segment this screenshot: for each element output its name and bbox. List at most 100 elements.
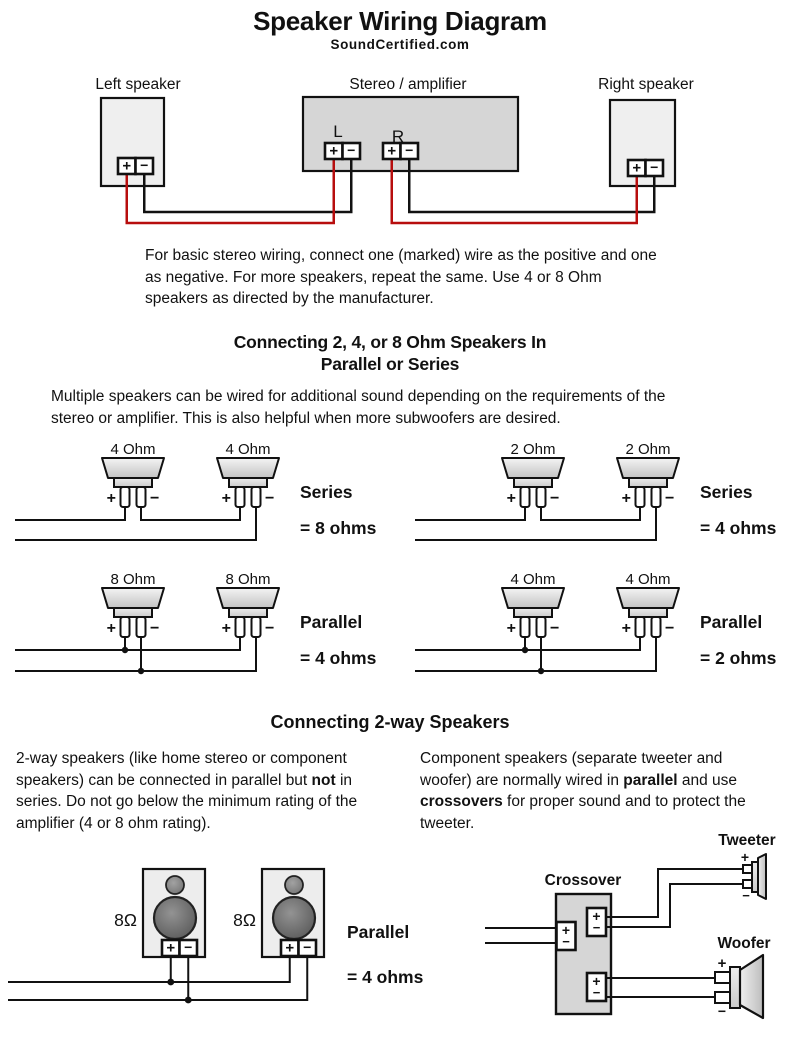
woofer-minus: − (718, 1003, 726, 1019)
channel-left-label: L (333, 122, 342, 141)
left-speaker-terminals (116, 155, 155, 176)
wire (415, 507, 526, 521)
impedance-intro-line: Multiple speakers can be wired for addit… (51, 388, 666, 405)
cone-speaker (616, 587, 680, 638)
tweeter-plus: + (741, 849, 749, 865)
text-segment: Component speakers (separate tweeter and… (420, 750, 723, 789)
text-segment-bold: crossovers (420, 793, 503, 810)
site-name: SoundCertified.com (330, 37, 470, 52)
cone-speaker (101, 587, 165, 638)
speaker-impedance-label: 2 Ohm (510, 441, 555, 458)
wiring-mode-label: Series (700, 482, 753, 502)
left-positive-wire (125, 159, 335, 225)
series-diagram-1: 4 Ohm 4 Ohm Series = 8 ohms (15, 441, 377, 541)
right-positive-wire (390, 159, 638, 225)
tweeter-cone (757, 853, 767, 900)
wire (15, 637, 257, 672)
crossover-input-terminal (555, 920, 577, 952)
intro-line: as negative. For more speakers, repeat t… (145, 268, 602, 286)
text-segment: and use (677, 771, 738, 789)
tweeter-tab (742, 864, 753, 874)
speaker-impedance-label: 4 Ohm (625, 571, 670, 588)
wiring-result-label: = 2 ohms (700, 648, 777, 668)
right-speaker-terminals (626, 157, 665, 178)
crossover-diagram: Crossover Tweeter Woofer + − + − (485, 832, 776, 1020)
wire (8, 956, 309, 1001)
wire (15, 637, 241, 651)
speaker-impedance-label: 4 Ohm (225, 441, 270, 458)
wire (140, 507, 241, 521)
amplifier-label: Stereo / amplifier (349, 76, 466, 93)
right-speaker-label: Right speaker (598, 76, 694, 93)
wire (415, 507, 657, 541)
speaker-impedance-label: 4 Ohm (510, 571, 555, 588)
stereo-wiring-diagram: Left speaker Stereo / amplifier Right sp… (95, 76, 694, 225)
impedance-label: 8Ω (233, 910, 256, 930)
woofer-circle (152, 895, 198, 941)
impedance-intro: Multiple speakers can be wired for addit… (51, 386, 791, 429)
tweeter-circle (284, 875, 304, 895)
series-diagram-2: 2 Ohm 2 Ohm Series = 4 ohms (415, 441, 777, 541)
heading-line-2: Parallel or Series (320, 354, 460, 374)
tweeter-wire (605, 868, 743, 918)
cone-speaker (101, 457, 165, 508)
crossover-label: Crossover (545, 872, 622, 889)
junction-dot (521, 646, 529, 654)
parallel-diagram-1: 8 Ohm 8 Ohm Parallel = 4 ohms (15, 571, 377, 675)
wiring-mode-label: Parallel (700, 612, 762, 632)
tweeter-wire (605, 883, 743, 928)
speaker-impedance-label: 4 Ohm (110, 441, 155, 458)
cone-speaker (616, 457, 680, 508)
text-segment-bold: parallel (623, 771, 678, 789)
cone-speaker (216, 457, 280, 508)
heading-line-1: Connecting 2, 4, or 8 Ohm Speakers In (233, 332, 547, 352)
amp-left-terminals (323, 140, 362, 161)
amp-right-terminals (381, 140, 420, 161)
speaker-impedance-label: 8 Ohm (110, 571, 155, 588)
crossover-woofer-terminal (585, 971, 608, 1003)
impedance-section-heading: Connecting 2, 4, or 8 Ohm Speakers In Pa… (0, 331, 780, 375)
text-segment-bold: not (311, 771, 336, 789)
left-speaker-label: Left speaker (95, 76, 180, 93)
speaker-terminals (160, 937, 199, 958)
tweeter-circle (165, 875, 185, 895)
wire (415, 637, 657, 672)
wire (15, 507, 257, 541)
cone-speaker (216, 587, 280, 638)
wiring-result-label: = 4 ohms (300, 648, 377, 668)
woofer-plus: + (718, 955, 727, 972)
text-segment: 2-way speakers (like home stereo or comp… (16, 750, 347, 789)
channel-right-label: R (392, 127, 404, 146)
cone-speaker (501, 587, 565, 638)
junction-dot (537, 667, 545, 675)
crossover-tweeter-terminal (585, 906, 608, 938)
woofer-label: Woofer (717, 935, 770, 952)
wire (8, 956, 291, 983)
tweeter-minus: − (742, 888, 750, 903)
parallel-diagram-2: 4 Ohm 4 Ohm Parallel = 2 ohms (415, 571, 777, 675)
tweeter-label: Tweeter (718, 832, 775, 849)
right-negative-wire (408, 159, 656, 214)
impedance-intro-line: stereo or amplifier. This is also helpfu… (51, 409, 561, 427)
wiring-result-label: = 4 ohms (700, 518, 777, 538)
wiring-mode-label: Series (300, 482, 353, 502)
left-negative-wire (143, 159, 353, 214)
tweeter-tab (742, 879, 753, 889)
intro-line: speakers as directed by the manufacturer… (145, 290, 434, 307)
speaker-terminals (279, 937, 318, 958)
woofer-tab (714, 991, 731, 1004)
wiring-result-label: = 8 ohms (300, 518, 377, 538)
wire (415, 637, 641, 651)
two-way-right-text: Component speakers (separate tweeter and… (420, 748, 776, 834)
woofer-circle (271, 895, 317, 941)
text-segment: in series. Do not go below the minimum r… (16, 771, 358, 832)
wire (540, 507, 641, 521)
junction-dot (184, 996, 192, 1004)
two-way-section-heading: Connecting 2-way Speakers (270, 712, 510, 732)
junction-dot (137, 667, 145, 675)
bookshelf-parallel-diagram: 8Ω 8Ω Parallel = 4 ohms (8, 867, 424, 1004)
intro-paragraph: For basic stereo wiring, connect one (ma… (145, 245, 705, 310)
woofer-cone (738, 953, 765, 1020)
woofer-magnet (729, 966, 741, 1009)
cone-speaker (501, 457, 565, 508)
